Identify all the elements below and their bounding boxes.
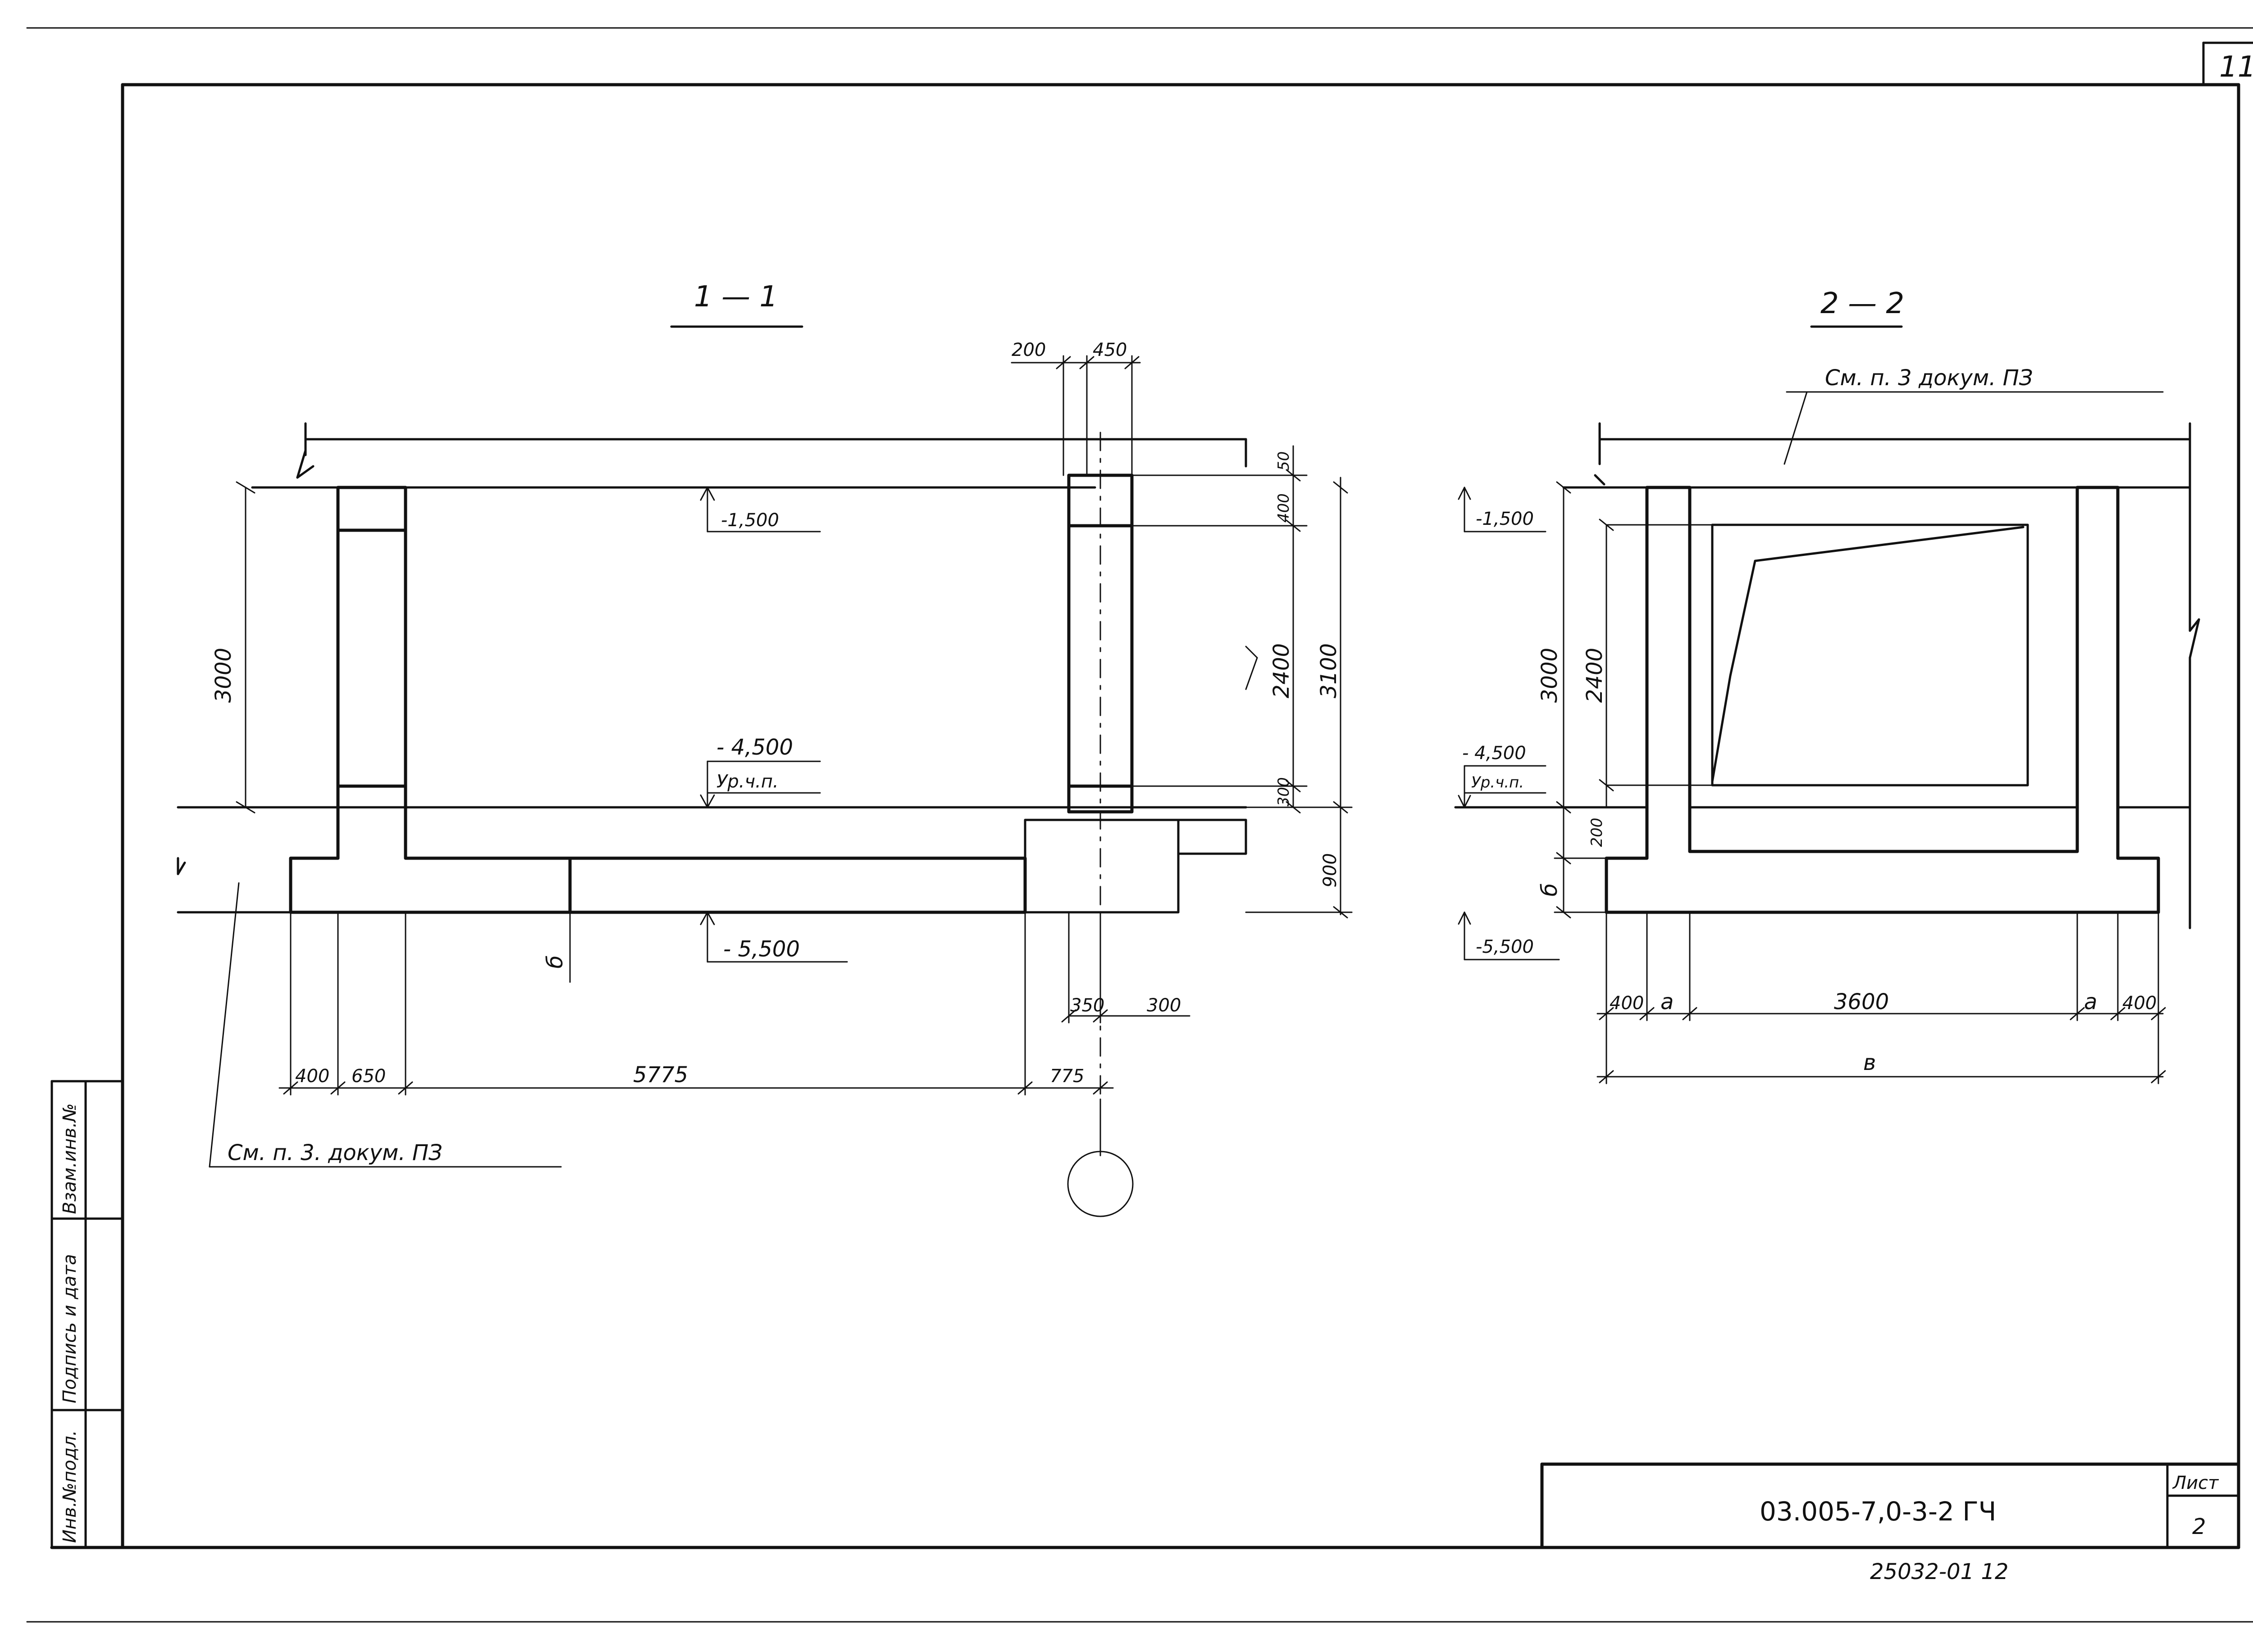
dim-v: в — [1863, 1050, 1876, 1075]
dim-650: 650 — [351, 1066, 386, 1087]
section-1-note: См. п. 3. докум. ПЗ — [228, 1140, 442, 1165]
list-label: Лист — [2172, 1473, 2219, 1493]
dim-450: 450 — [1093, 340, 1127, 360]
dim-3000: 3000 — [211, 648, 236, 703]
dim-400-left-s2: 400 — [1610, 993, 1644, 1014]
dim-2400: 2400 — [1269, 643, 1294, 698]
side-stamp — [50, 1080, 124, 1549]
section-1-level-marks — [700, 487, 848, 963]
dim-a-right: а — [2084, 989, 2097, 1015]
section-2-note: См. п. 3 докум. ПЗ — [1825, 365, 2033, 391]
stamp-inv-original: Инв.№подл. — [59, 1430, 80, 1543]
dim-300: 300 — [1275, 777, 1293, 806]
section-1-top-dims — [1011, 355, 1141, 476]
level-bottom-1: - 5,500 — [723, 937, 800, 962]
section-1-bottom-dims-upper — [1061, 911, 1190, 1024]
level-ground-2: - 4,500 — [1462, 743, 1526, 764]
dim-3100: 3100 — [1316, 643, 1341, 698]
title-block — [1540, 1462, 2240, 1549]
section-2-level-marks — [1458, 487, 1560, 960]
section-2-bottom-dims — [1596, 911, 2166, 1084]
note-2-leader — [1783, 391, 1808, 465]
list-number: 2 — [2192, 1514, 2206, 1539]
level-bottom-2: -5,500 — [1476, 937, 1534, 957]
stamp-signature-date: Подпись и дата — [59, 1254, 80, 1403]
section-1-left-dims — [236, 481, 255, 814]
dim-b-s2: б — [1537, 883, 1562, 897]
section-2-structure — [1454, 422, 2200, 929]
level-ground-1: - 4,500 — [716, 735, 793, 760]
level-ground-sub-1: Ур.ч.п. — [716, 771, 779, 792]
dim-350: 350 — [1070, 995, 1104, 1016]
dim-b: б — [543, 955, 568, 969]
dim-2400-s2: 2400 — [1582, 648, 1607, 703]
axis-marker-circle — [1067, 1151, 1134, 1217]
level-top-2: -1,500 — [1476, 509, 1534, 529]
dim-5775: 5775 — [633, 1062, 688, 1088]
sheet-border — [26, 27, 2253, 1623]
dim-300b: 300 — [1147, 995, 1181, 1016]
dim-200: 200 — [1012, 340, 1046, 360]
section-1-bottom-dims — [278, 911, 1114, 1096]
dim-200-s2: 200 — [1588, 818, 1606, 847]
note-1-leader — [209, 882, 240, 1168]
section-2-title: 2 — 2 — [1820, 287, 1904, 320]
section-1-right-dims — [1131, 445, 1353, 919]
page-number: 11 — [2219, 50, 2253, 84]
stamp-replacement-inv: Взам.инв.№ — [59, 1103, 80, 1214]
dim-400b: 400 — [295, 1066, 329, 1087]
dim-400-right-s2: 400 — [2122, 993, 2157, 1014]
dim-3000-s2: 3000 — [1537, 648, 1562, 703]
level-top-1: -1,500 — [721, 510, 779, 531]
section-1-title: 1 — 1 — [694, 280, 778, 314]
section-1-structure — [177, 422, 1247, 1217]
dim-3600: 3600 — [1834, 989, 1889, 1015]
section-2-left-dims — [1554, 481, 1713, 919]
dim-50: 50 — [1275, 451, 1293, 471]
dim-775: 775 — [1050, 1066, 1084, 1087]
archive-number: 25032-01 12 — [1870, 1559, 2008, 1584]
level-ground-sub-2: Ур.ч.п. — [1471, 774, 1524, 792]
dim-400: 400 — [1275, 493, 1293, 523]
dim-900: 900 — [1320, 853, 1341, 887]
drawing-code: 03.005-7,0-3-2 ГЧ — [1760, 1496, 1996, 1527]
dim-a-left: а — [1660, 989, 1674, 1015]
